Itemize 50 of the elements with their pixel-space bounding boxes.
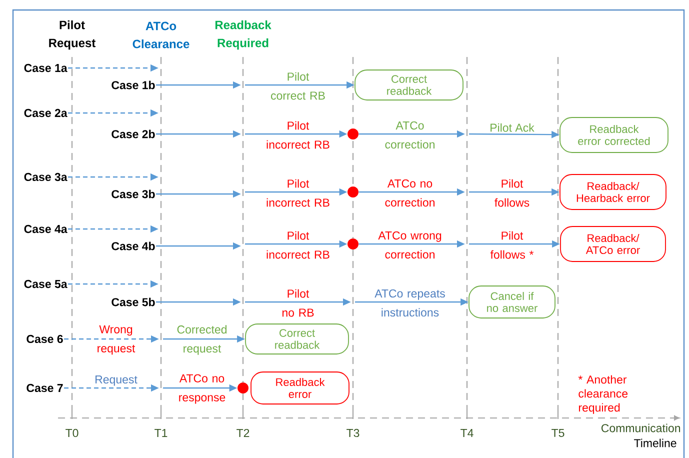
case-label: Case 2b: [112, 130, 155, 138]
case-label: Case 5a: [24, 280, 68, 288]
edge-label: ATCo no response: [179, 374, 226, 404]
edge-label: Pilot Ack: [490, 123, 534, 132]
axis-label: Timeline: [634, 438, 676, 448]
column-header: Readback Required: [215, 20, 272, 50]
case-label: Case 3b: [112, 190, 155, 198]
edge-label: Pilot incorrect RB: [266, 179, 330, 207]
time-label: T4: [460, 429, 474, 437]
edge-label: ATCo wrong correction: [378, 231, 442, 259]
time-label: T5: [552, 428, 564, 437]
outcome-box: Correct readback: [354, 70, 464, 100]
column-header: ATCo Clearance: [132, 22, 190, 48]
case-label: Case 1b: [112, 80, 155, 90]
time-label: T1: [154, 429, 168, 437]
outcome-box: Cancel if no answer: [468, 286, 556, 318]
case-label: Case 7: [26, 384, 63, 392]
case-label: Case 6: [26, 334, 63, 344]
outcome-box: Readback error: [250, 372, 350, 404]
outcome-box: Readback/ Hearback error: [560, 174, 666, 210]
edge-label: Request: [96, 376, 138, 386]
time-label: T3: [346, 428, 360, 438]
error-dot: [348, 128, 358, 140]
edge-label: ATCo repeats instructions: [374, 289, 445, 317]
error-dot: [348, 186, 358, 198]
edge-label: Wrong request: [98, 325, 136, 355]
time-label: T2: [236, 428, 250, 437]
outcome-box: Readback error corrected: [560, 117, 668, 153]
column-header: Pilot Request: [49, 20, 96, 50]
edge-label: ATCo correction: [385, 121, 434, 149]
edge-label: Pilot incorrect RB: [266, 231, 330, 259]
outcome-box: Readback/ ATCo error: [560, 226, 666, 262]
case-label: Case 3a: [24, 172, 68, 182]
case-label: Case 4b: [112, 242, 155, 250]
outcome-box: Correct readback: [245, 324, 349, 354]
edge-label: ATCo no correction: [385, 179, 434, 207]
edge-label: Pilot incorrect RB: [266, 121, 330, 149]
axis-label: Communication: [601, 424, 680, 432]
error-dot: [238, 382, 248, 394]
case-label: Case 1a: [24, 64, 68, 72]
edge-label: Pilot correct RB: [271, 72, 325, 100]
case-label: Case 2a: [24, 108, 68, 118]
error-dot: [348, 238, 358, 250]
edge-label: Corrected request: [177, 325, 226, 355]
edge-label: Pilot follows: [494, 179, 530, 207]
time-label: T0: [66, 428, 78, 438]
edge-label: Pilot follows *: [490, 231, 534, 259]
case-label: Case 5b: [112, 298, 155, 306]
case-label: Case 4a: [24, 224, 68, 234]
footnote: * Another clearance required: [578, 375, 628, 414]
